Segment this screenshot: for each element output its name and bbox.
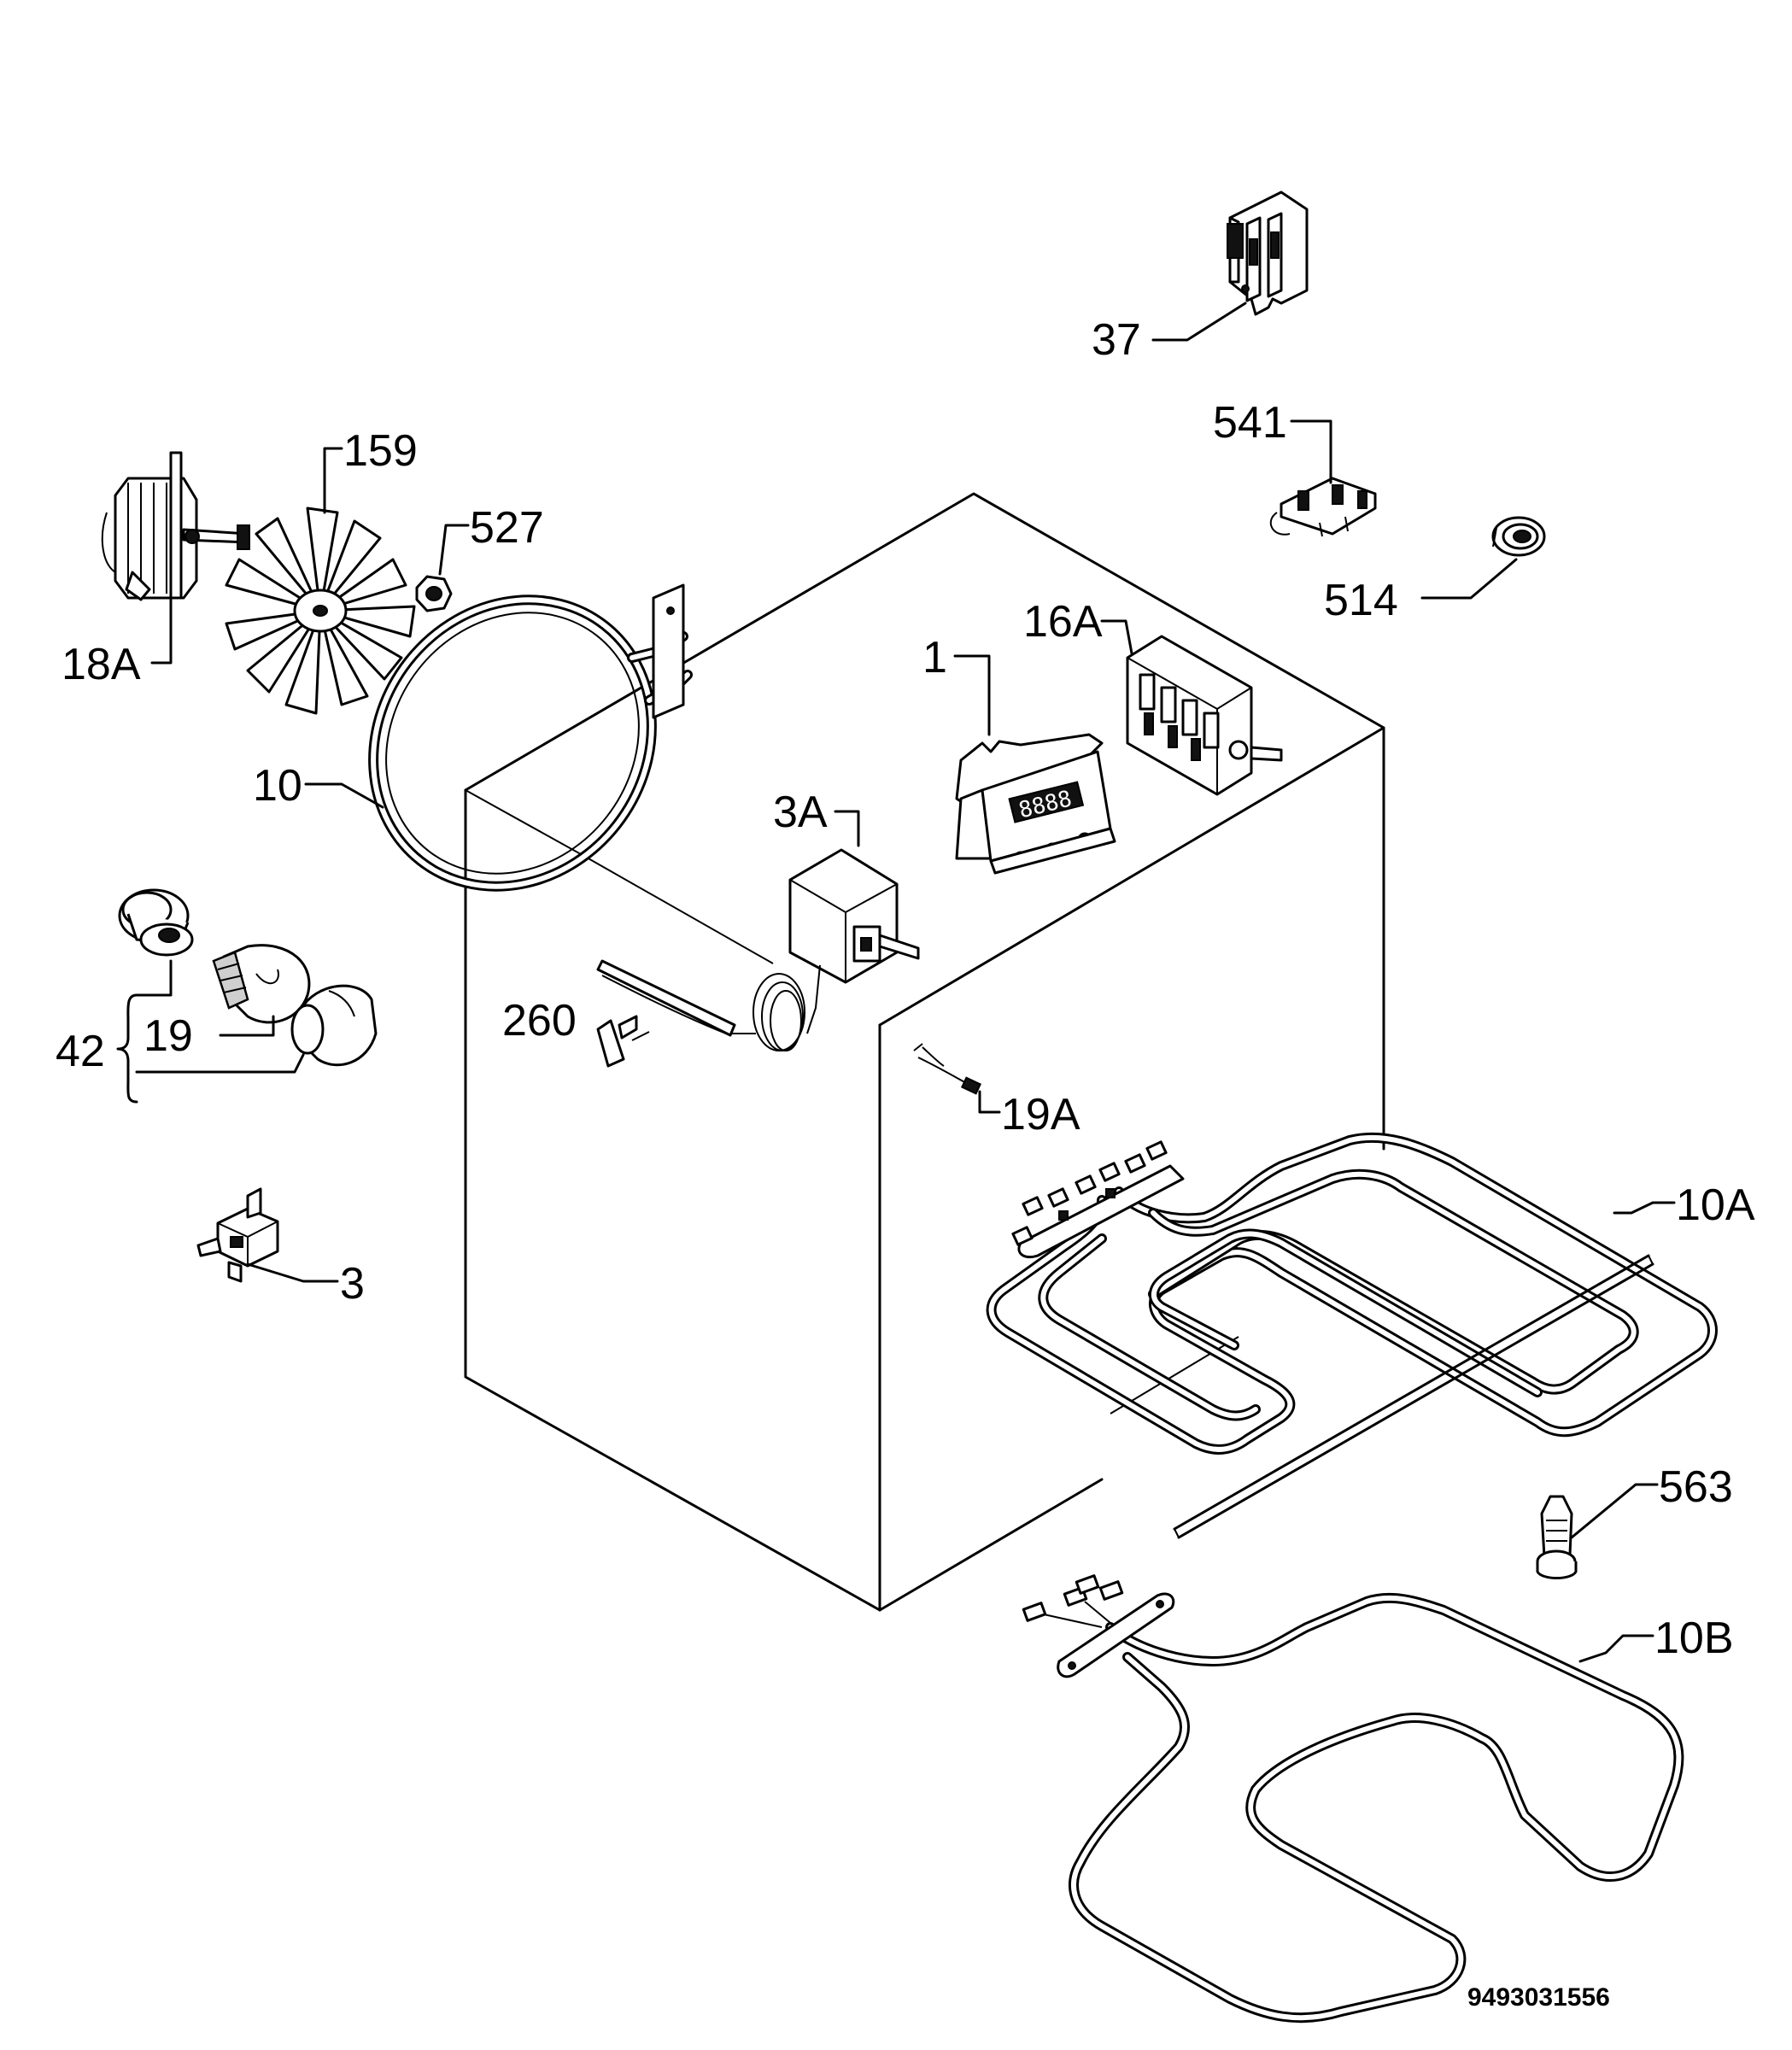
label-10: 10 [253,761,302,811]
leader-19a [978,1090,1001,1114]
leader-16a [1100,619,1133,655]
label-563: 563 [1659,1462,1733,1512]
label-3: 3 [340,1259,365,1309]
leader-10b [1578,1634,1654,1663]
label-19: 19 [143,1011,193,1061]
part-10-component [368,583,693,892]
leader-42-holder [135,959,173,997]
part-1-component: 8888 [955,733,1116,875]
leader-42-cover [135,1053,305,1074]
leader-563 [1570,1483,1659,1539]
part-3-component [196,1187,279,1283]
leader-541 [1290,419,1332,484]
label-19a: 19A [1001,1090,1080,1139]
part-541-component [1269,477,1377,537]
part-42-lamp-holder [118,888,194,957]
label-37: 37 [1092,315,1141,365]
label-260: 260 [502,996,577,1046]
leader-1 [953,654,991,736]
label-42: 42 [56,1027,105,1076]
part-19a-component [913,1043,982,1095]
part-563-component [1536,1495,1578,1579]
leader-37 [1151,302,1247,342]
part-527-component [415,575,453,612]
label-159: 159 [343,426,418,476]
label-10b: 10B [1654,1614,1734,1663]
leader-10a [1613,1201,1676,1215]
label-16a: 16A [1023,597,1103,647]
leader-3a [834,810,860,847]
part-10a-component [986,1132,1718,1539]
part-159-component [225,507,416,715]
part-19-bulb [212,944,311,1024]
leader-18a [150,596,173,665]
part-42-lamp-cover [290,984,378,1067]
label-527: 527 [470,503,544,553]
leader-514 [1420,558,1518,600]
part-10b-component [1022,1574,1684,2024]
part-514-component [1491,516,1546,557]
part-16a-component [1126,635,1283,796]
leader-10 [304,782,384,809]
part-18a-component [101,451,250,601]
label-541: 541 [1213,398,1287,448]
leader-527 [438,524,470,576]
label-10a: 10A [1676,1180,1755,1230]
label-18a: 18A [61,640,141,689]
leader-19 [219,1015,275,1037]
leader-159 [323,447,343,514]
label-3a: 3A [773,788,828,837]
part-3a-component [596,848,920,1051]
part-37-component [1227,190,1309,316]
brace-42 [116,993,138,1104]
part-260-component [596,1015,650,1068]
diagram-reference-number: 9493031556 [1467,1983,1610,2012]
label-1: 1 [922,633,947,682]
label-514: 514 [1324,576,1398,625]
leader-3 [246,1262,339,1283]
